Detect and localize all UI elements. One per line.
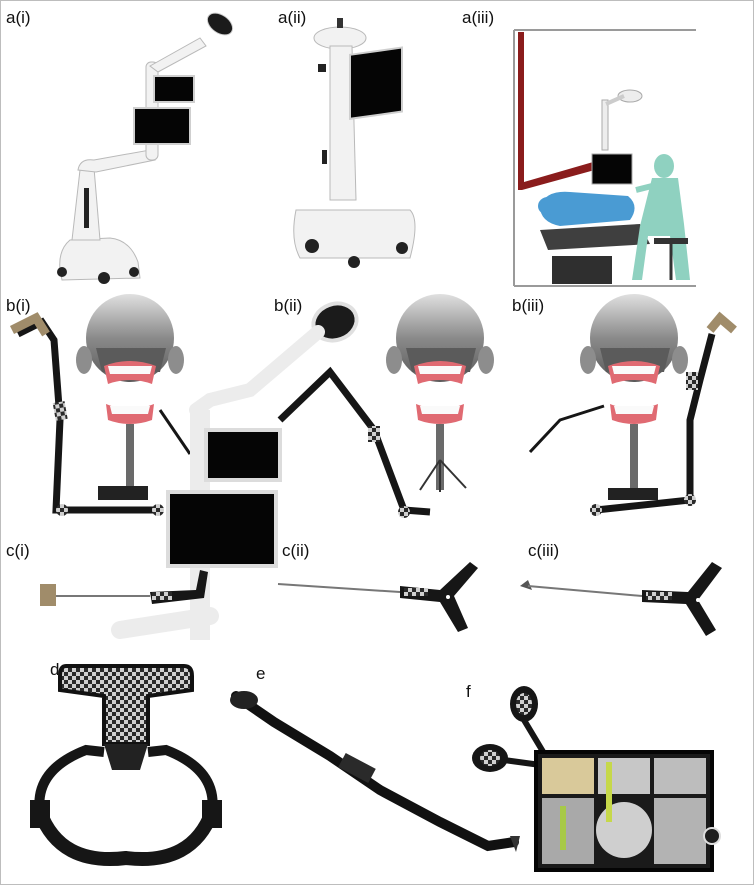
robot-a-i-icon bbox=[57, 12, 234, 284]
panel-label-b-i: b(i) bbox=[6, 296, 31, 315]
probe-c-i-icon bbox=[40, 570, 208, 606]
panel-label-c-iii: c(iii) bbox=[528, 541, 560, 560]
robot-a-ii-icon bbox=[293, 18, 416, 268]
panel-label-b-iii: b(iii) bbox=[512, 296, 545, 315]
panel-label-a-iii: a(iii) bbox=[462, 8, 495, 27]
panel-label-a-ii: a(ii) bbox=[278, 8, 307, 27]
probe-c-ii-icon bbox=[277, 562, 478, 632]
panel-label-c-ii: c(ii) bbox=[282, 541, 310, 560]
panel-label-d: d bbox=[50, 660, 60, 679]
probe-c-iii-icon bbox=[520, 562, 722, 636]
phantom-b-ii-icon bbox=[386, 294, 494, 492]
panel-label-b-ii: b(ii) bbox=[274, 296, 303, 315]
handpiece-e-icon bbox=[230, 691, 520, 852]
panel-label-c-i: c(i) bbox=[6, 541, 30, 560]
marker-d-icon bbox=[30, 664, 222, 866]
scene-a-iii-icon bbox=[513, 29, 696, 287]
phantom-b-iii-icon bbox=[528, 294, 737, 516]
panel-label-a-i: a(i) bbox=[6, 8, 31, 27]
robot-b-ii-icon bbox=[111, 301, 431, 640]
navigation-screen-f-icon bbox=[472, 686, 721, 872]
panel-label-e: e bbox=[256, 664, 266, 683]
phantom-b-i-icon bbox=[9, 294, 192, 516]
panel-label-f: f bbox=[466, 682, 471, 701]
